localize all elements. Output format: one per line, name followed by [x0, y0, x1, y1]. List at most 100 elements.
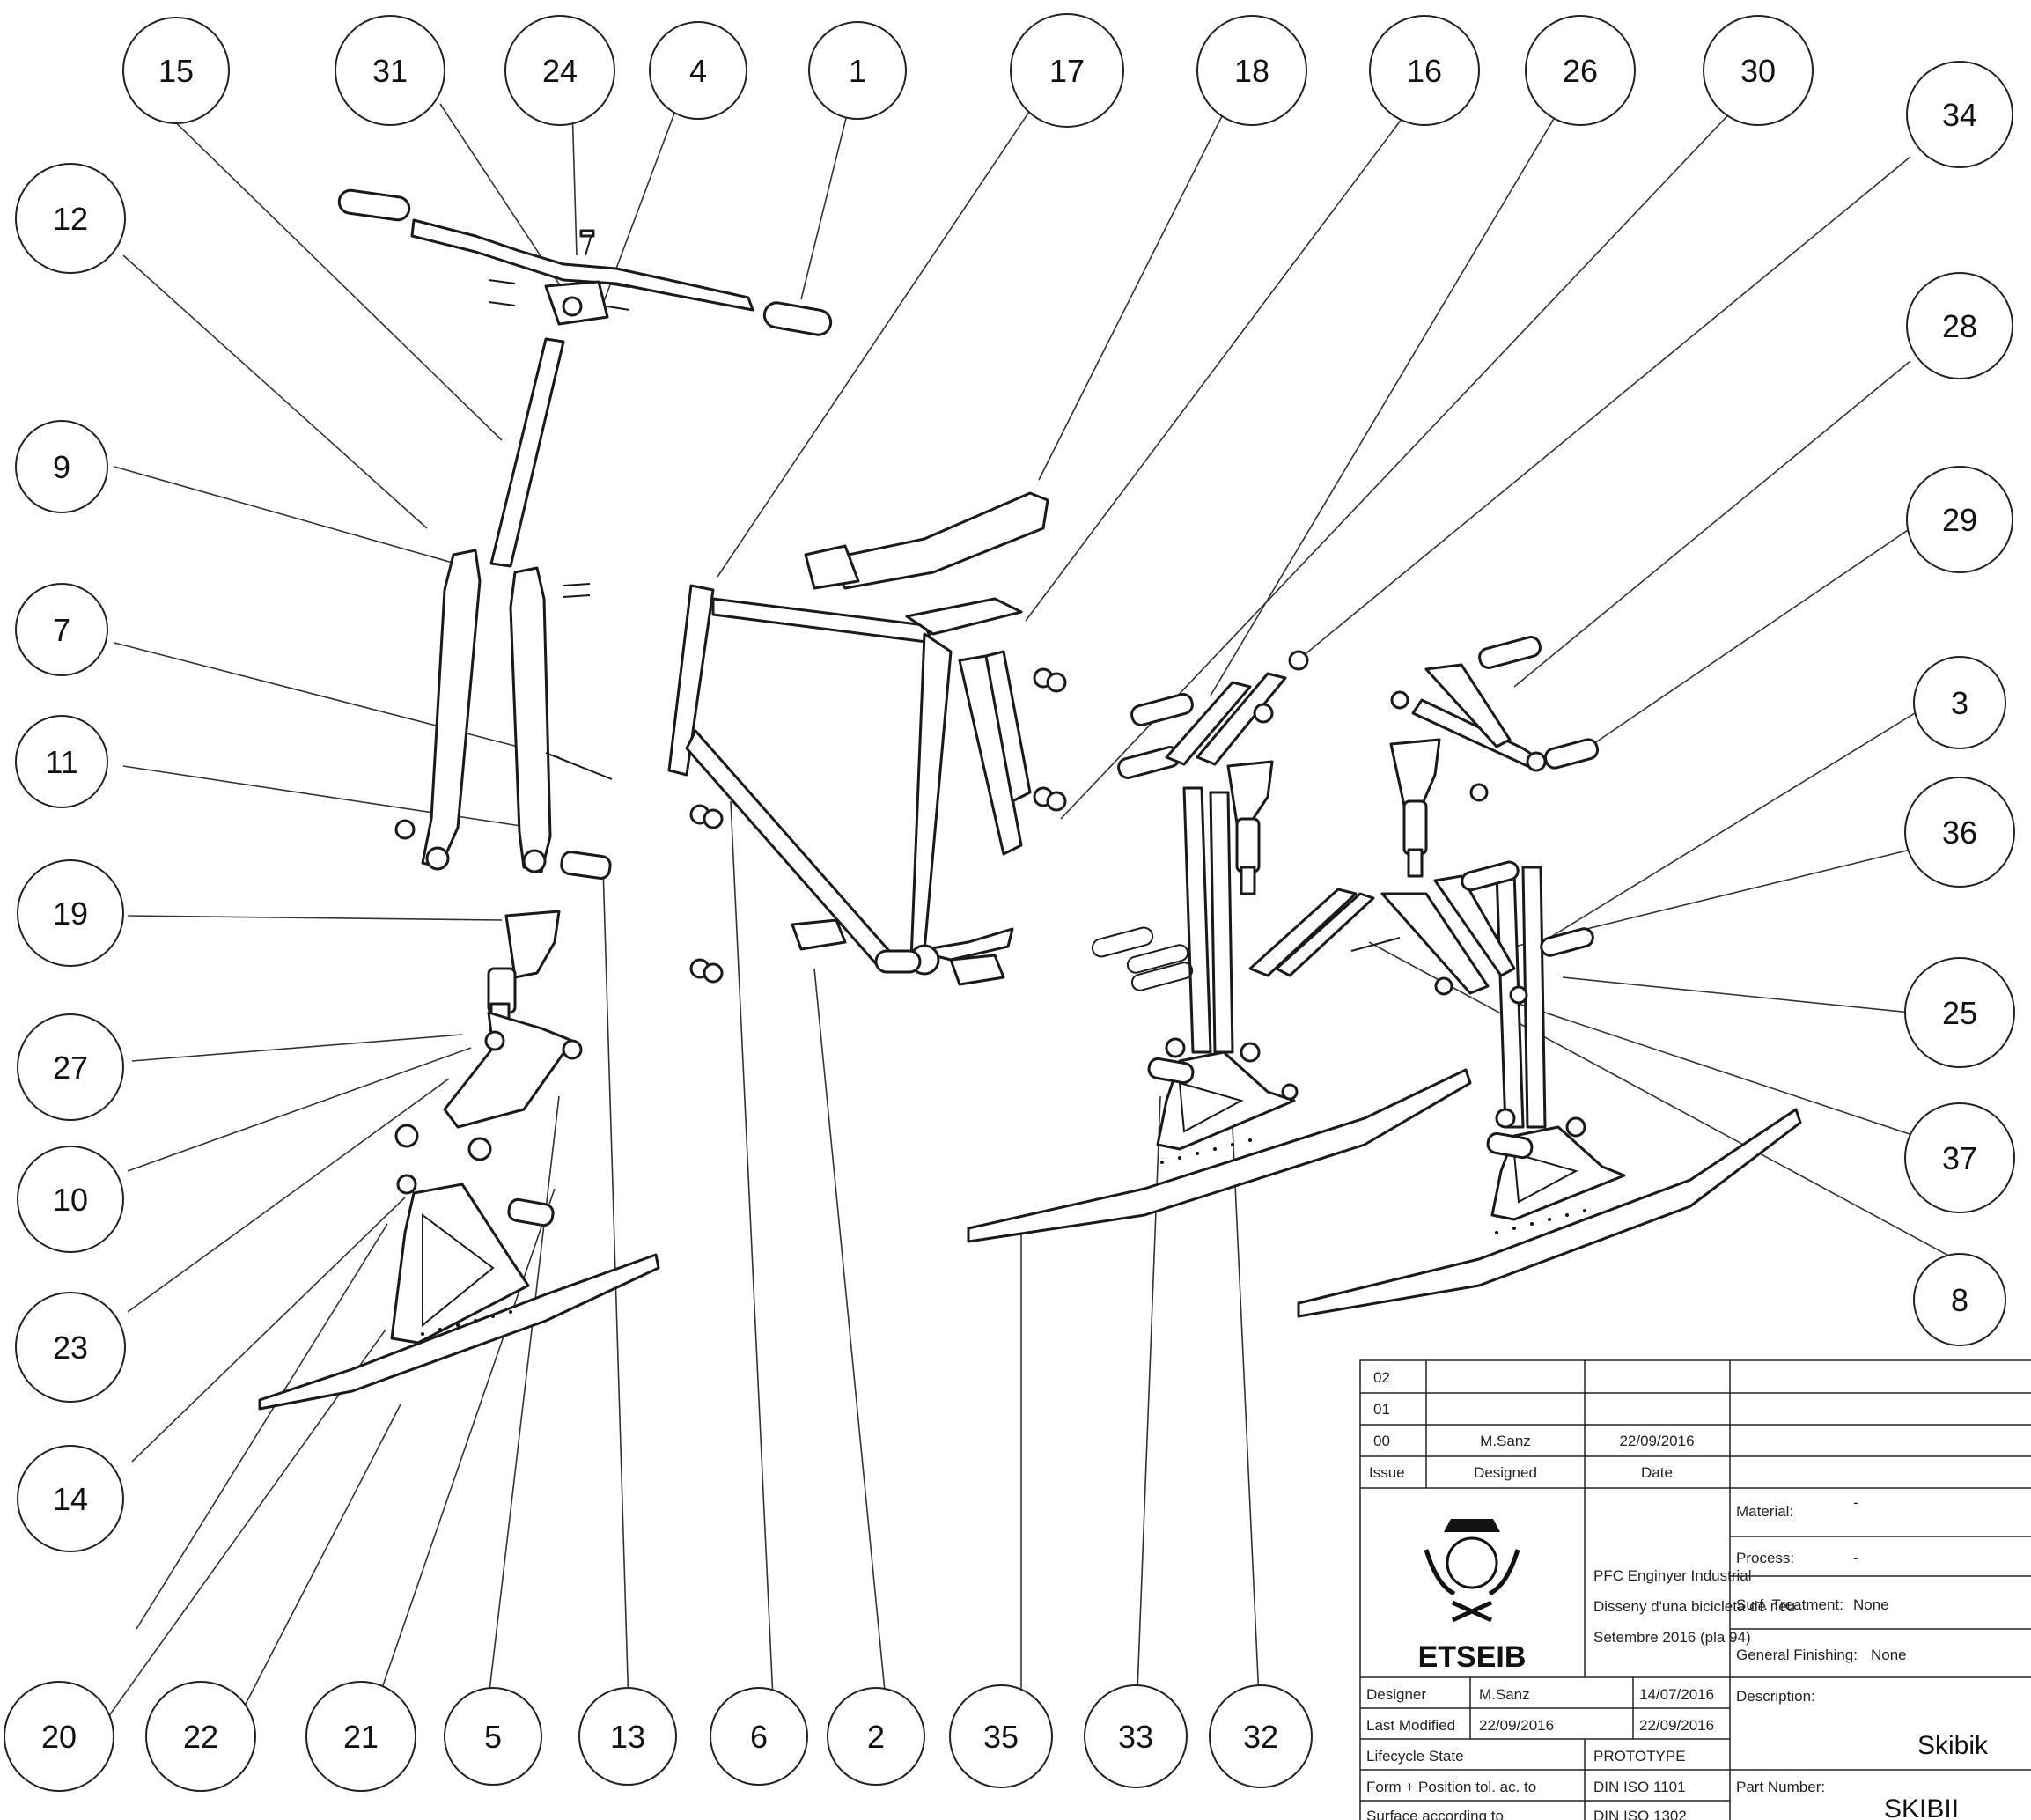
balloon-circle [17, 1445, 124, 1552]
balloon-circle [444, 1687, 542, 1786]
balloon-label: 29 [1942, 502, 1977, 538]
balloon-label: 33 [1118, 1719, 1153, 1755]
balloon-label: 34 [1942, 97, 1977, 133]
part-number-label: Part Number: [1736, 1779, 1825, 1795]
lifecycle-value: PROTOTYPE [1593, 1748, 1686, 1765]
balloon-circle [15, 583, 108, 676]
balloon-circle [1906, 466, 2013, 573]
balloon-circle [305, 1681, 416, 1792]
balloon-circle [827, 1687, 925, 1786]
rev-issue-01: 01 [1373, 1401, 1390, 1418]
balloon-label: 32 [1243, 1719, 1278, 1755]
last-modified-date: 22/09/2016 [1639, 1717, 1714, 1734]
balloon-label: 4 [689, 53, 707, 89]
balloon-circle [145, 1681, 256, 1792]
balloon-33: 33 [1084, 1684, 1188, 1788]
balloon-label: 27 [53, 1050, 88, 1086]
balloon-label: 21 [343, 1719, 379, 1755]
material-value: - [1853, 1494, 1858, 1511]
process-value: - [1853, 1550, 1858, 1566]
last-modified-value: 22/09/2016 [1479, 1717, 1554, 1734]
balloon-label: 1 [849, 53, 866, 89]
balloon-label: 24 [542, 53, 578, 89]
balloon-label: 18 [1234, 53, 1269, 89]
rev-designed-00: M.Sanz [1480, 1433, 1531, 1449]
rev-issue-02: 02 [1373, 1369, 1390, 1386]
general-finishing-value: None [1871, 1647, 1907, 1663]
balloon-label: 10 [53, 1182, 88, 1218]
balloon-circle [122, 17, 230, 124]
balloon-24: 24 [504, 15, 615, 126]
balloon-label: 30 [1740, 53, 1776, 89]
balloon-8: 8 [1913, 1253, 2006, 1346]
rev-header-date: Date [1641, 1464, 1673, 1481]
balloon-label: 19 [53, 895, 88, 932]
balloon-label: 12 [53, 201, 88, 237]
balloon-25: 25 [1904, 957, 2015, 1068]
lifecycle-label: Lifecycle State [1366, 1748, 1464, 1765]
balloon-circle [1010, 13, 1124, 128]
balloon-label: 9 [53, 449, 70, 485]
balloon-circle [1904, 1102, 2015, 1213]
project-line-1: PFC Enginyer Industrial [1593, 1567, 1752, 1584]
balloon-circle [1525, 15, 1636, 126]
balloon-22: 22 [145, 1681, 256, 1792]
balloon-17: 17 [1010, 13, 1124, 128]
designer-label: Designer [1366, 1686, 1426, 1703]
balloon-7: 7 [15, 583, 108, 676]
balloon-circle [1703, 15, 1814, 126]
balloon-circle [17, 1146, 124, 1253]
balloon-9: 9 [15, 420, 108, 513]
balloon-circle [15, 715, 108, 808]
balloon-label: 31 [372, 53, 408, 89]
balloon-circle [17, 859, 124, 967]
balloon-label: 2 [867, 1719, 885, 1755]
balloon-label: 23 [53, 1330, 88, 1366]
balloon-circle [949, 1684, 1053, 1788]
balloon-31: 31 [335, 15, 445, 126]
material-label: Material: [1736, 1503, 1793, 1520]
balloon-label: 20 [41, 1719, 77, 1755]
balloon-10: 10 [17, 1146, 124, 1253]
balloon-label: 25 [1942, 995, 1977, 1031]
balloon-label: 8 [1951, 1282, 1968, 1318]
balloon-label: 11 [45, 744, 77, 780]
surface-treatment-value: None [1853, 1596, 1889, 1613]
balloon-28: 28 [1906, 272, 2013, 379]
leader-lines [92, 103, 1964, 1740]
rev-header-issue: Issue [1369, 1464, 1405, 1481]
balloon-label: 14 [53, 1481, 88, 1517]
balloon-3: 3 [1913, 656, 2006, 749]
general-finishing-label: General Finishing: [1736, 1647, 1858, 1663]
balloon-label: 5 [484, 1719, 502, 1755]
rev-issue-00: 00 [1373, 1433, 1390, 1449]
title-block: 02 01 00 M.Sanz 22/09/2016 Issue Designe… [1359, 1359, 2031, 1820]
balloon-35: 35 [949, 1684, 1053, 1788]
balloon-label: 37 [1942, 1140, 1977, 1176]
balloon-1: 1 [808, 21, 907, 120]
balloon-circle [578, 1687, 677, 1786]
tolerance-value: DIN ISO 1101 [1593, 1779, 1686, 1795]
balloon-circle [1369, 15, 1480, 126]
balloon-34: 34 [1906, 61, 2013, 168]
balloon-19: 19 [17, 859, 124, 967]
surface-standard-value: DIN ISO 1302 [1593, 1808, 1687, 1820]
balloon-37: 37 [1904, 1102, 2015, 1213]
balloon-circle [15, 163, 126, 274]
rev-date-00: 22/09/2016 [1619, 1433, 1694, 1449]
balloon-6: 6 [710, 1687, 808, 1786]
balloon-circle [1196, 15, 1307, 126]
balloon-label: 15 [158, 53, 194, 89]
balloon-label: 6 [750, 1719, 768, 1755]
balloon-4: 4 [649, 21, 747, 120]
surface-standard-label: Surface according to [1366, 1808, 1504, 1820]
balloon-circle [4, 1681, 114, 1792]
balloon-circle [1084, 1684, 1188, 1788]
balloon-label: 3 [1951, 685, 1968, 721]
designer-date: 14/07/2016 [1639, 1686, 1714, 1703]
balloon-27: 27 [17, 1013, 124, 1121]
balloon-label: 36 [1942, 814, 1977, 851]
balloon-circle [15, 420, 108, 513]
